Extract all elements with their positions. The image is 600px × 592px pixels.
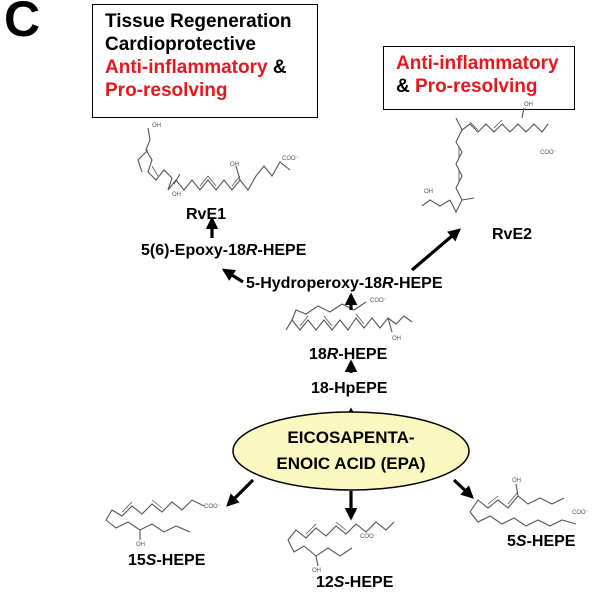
- label-part: 15: [128, 552, 146, 569]
- label-part: 5(6)-Epoxy-18: [141, 242, 246, 259]
- arrow-to-rve2: [410, 228, 461, 272]
- epa-line: EICOSAPENTA-: [287, 428, 415, 447]
- rve1-structure: [137, 127, 291, 191]
- ampersand: &: [396, 76, 415, 97]
- arrow-to-epoxy: [221, 268, 244, 284]
- arrow-to-hepe5s: [452, 478, 474, 499]
- label-part: -HEPE: [344, 574, 394, 591]
- label-part: 5: [507, 533, 516, 550]
- label-part: -HEPE: [156, 552, 206, 569]
- epa-ellipse: [232, 411, 470, 491]
- label-part: S: [515, 533, 527, 550]
- carboxylate-label: COO⁻: [204, 504, 221, 510]
- hydroxyl-label: OH: [424, 189, 433, 195]
- hepe12s-structure: [287, 521, 395, 567]
- hydroxyl-label: OH: [312, 568, 321, 574]
- carboxylate-label: COO⁻: [360, 534, 377, 540]
- bioactivity-line: Cardioprotective: [105, 34, 256, 55]
- hydroxyl-label: OH: [230, 162, 239, 168]
- label-part: -HEPE: [257, 242, 307, 259]
- label-part: -HEPE: [393, 275, 443, 292]
- hepe18r-structure: [285, 301, 413, 333]
- label-rve2: RvE2: [492, 226, 533, 243]
- hepe15s-structure: [105, 499, 205, 540]
- bioactivity-red: Pro-resolving: [105, 80, 228, 101]
- hydroxyl-label: OH: [152, 123, 161, 129]
- label-12s-hepe: 12S-HEPE: [316, 574, 393, 592]
- hydroxyl-label: OH: [512, 478, 521, 484]
- label-part: 12: [316, 574, 334, 591]
- label-18r-hepe: 18R-HEPE: [309, 346, 387, 364]
- label-part: 18: [309, 346, 327, 363]
- carboxylate-label: COO⁻: [282, 156, 299, 162]
- label-part: R: [326, 346, 339, 363]
- label-part: -HEPE: [526, 533, 576, 550]
- bioactivity-box-right: Anti-inflammatory & Pro-resolving: [383, 46, 575, 110]
- epa-label: EICOSAPENTA- ENOIC ACID (EPA): [233, 425, 469, 477]
- arrow-to-hepe15s: [226, 478, 255, 507]
- label-part: -HEPE: [338, 346, 388, 363]
- label-epoxy-hepe: 5(6)-Epoxy-18R-HEPE: [141, 242, 306, 260]
- hydroxyl-label: OH: [392, 336, 401, 342]
- ampersand: &: [267, 57, 287, 78]
- bioactivity-red: Anti-inflammatory: [396, 53, 559, 74]
- label-rve1: RvE1: [186, 206, 227, 223]
- label-hydroperoxy-hepe: 5-Hydroperoxy-18R-HEPE: [246, 275, 443, 293]
- hepe5s-structure: [469, 483, 577, 527]
- hydroxyl-label: OH: [524, 102, 533, 108]
- bioactivity-red: Anti-inflammatory: [105, 57, 268, 78]
- bioactivity-red: Pro-resolving: [415, 76, 538, 97]
- hydroxyl-label: OH: [172, 192, 181, 198]
- bioactivity-box-left: Tissue Regeneration Cardioprotective Ant…: [92, 4, 318, 118]
- label-15s-hepe: 15S-HEPE: [128, 552, 205, 570]
- carboxylate-label: COO⁻: [370, 298, 387, 304]
- label-18-hpepe: 18-HpEPE: [311, 380, 388, 397]
- bioactivity-line: Tissue Regeneration: [105, 11, 292, 32]
- label-part: R: [245, 242, 258, 259]
- panel-label: C: [4, 0, 41, 47]
- label-part: S: [333, 574, 345, 591]
- rve2-structure: [421, 107, 549, 214]
- label-part: 5-Hydroperoxy-18: [246, 275, 383, 292]
- epa-line: ENOIC ACID (EPA): [276, 454, 426, 473]
- label-part: S: [145, 552, 157, 569]
- hydroxyl-label: OH: [136, 542, 145, 548]
- carboxylate-label: COO⁻: [572, 510, 589, 516]
- label-5s-hepe: 5S-HEPE: [507, 533, 575, 551]
- label-part: R: [382, 275, 394, 292]
- carboxylate-label: COO⁻: [540, 150, 557, 156]
